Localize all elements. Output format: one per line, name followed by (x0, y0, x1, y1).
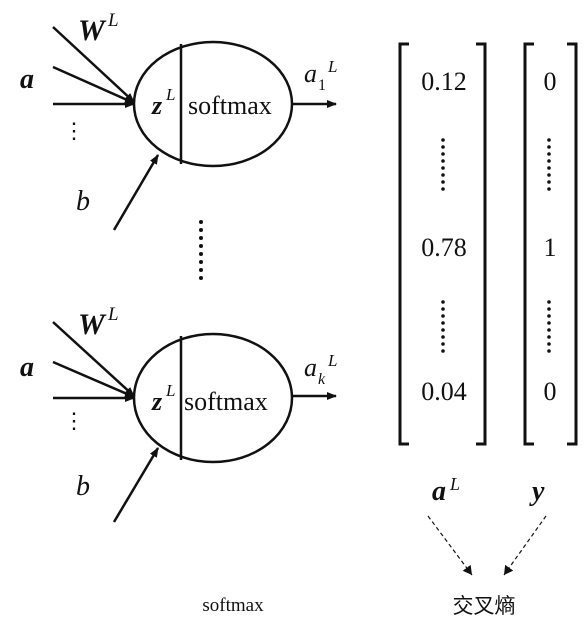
neuron-circle (132, 332, 294, 464)
z-superscript: L (165, 85, 175, 104)
neuron-bottom: W L a ⋮ b z L softmax a k L (20, 304, 337, 523)
target-ellipsis-1 (547, 138, 551, 191)
z-label: z (151, 387, 163, 416)
bias-label: b (76, 186, 90, 217)
output-label: a (304, 59, 317, 88)
weight-label: W (78, 14, 107, 47)
input-arrow-2 (52, 65, 135, 105)
vector-label-superscript: L (449, 474, 460, 494)
vector-ellipsis-2 (441, 300, 445, 353)
caption-softmax: softmax (202, 595, 264, 616)
output-superscript: L (327, 57, 337, 76)
input-arrow-1 (52, 26, 135, 103)
activation-label: softmax (184, 387, 268, 416)
input-label: a (20, 64, 34, 95)
target-ellipsis-2 (547, 300, 551, 353)
output-subscript: k (318, 371, 326, 388)
input-arrow-1 (52, 321, 135, 397)
left-bracket (398, 42, 409, 446)
input-arrow-2 (52, 360, 135, 399)
output-vector: 0.12 0.78 0.04 a L (398, 42, 487, 507)
vector-ellipsis-1 (441, 138, 445, 191)
output-subscript: 1 (318, 77, 326, 94)
dashed-arrow-y (503, 515, 547, 576)
input-ellipsis: ⋮ (63, 408, 85, 433)
vector-value-3: 0.04 (421, 377, 467, 406)
z-label: z (151, 91, 163, 120)
z-superscript: L (165, 381, 175, 400)
weight-superscript: L (107, 304, 119, 325)
vector-label: a (432, 476, 446, 507)
caption-cross-entropy: 交叉熵 (453, 594, 516, 618)
target-vector: 0 1 0 y (523, 42, 578, 507)
vector-value-1: 0.12 (421, 67, 467, 96)
output-label: a (304, 353, 317, 382)
vector-value-2: 0.78 (421, 233, 467, 262)
target-value-2: 1 (544, 233, 557, 262)
target-value-3: 0 (544, 377, 557, 406)
weight-superscript: L (107, 10, 119, 31)
input-ellipsis: ⋮ (63, 118, 85, 143)
target-value-1: 0 (544, 67, 557, 96)
input-label: a (20, 352, 34, 383)
left-bracket (523, 42, 534, 446)
activation-label: softmax (188, 91, 272, 120)
bias-label: b (76, 471, 90, 502)
weight-label: W (78, 308, 107, 341)
bias-arrow (112, 154, 160, 231)
output-superscript: L (327, 351, 337, 370)
right-bracket (567, 42, 578, 446)
neuron-top: W L a ⋮ b z L softmax a 1 L (20, 10, 337, 231)
dashed-arrow-aL (427, 515, 473, 576)
bias-arrow (112, 447, 160, 523)
right-bracket (476, 42, 487, 446)
target-label: y (529, 476, 545, 507)
neurons-ellipsis (199, 220, 203, 280)
